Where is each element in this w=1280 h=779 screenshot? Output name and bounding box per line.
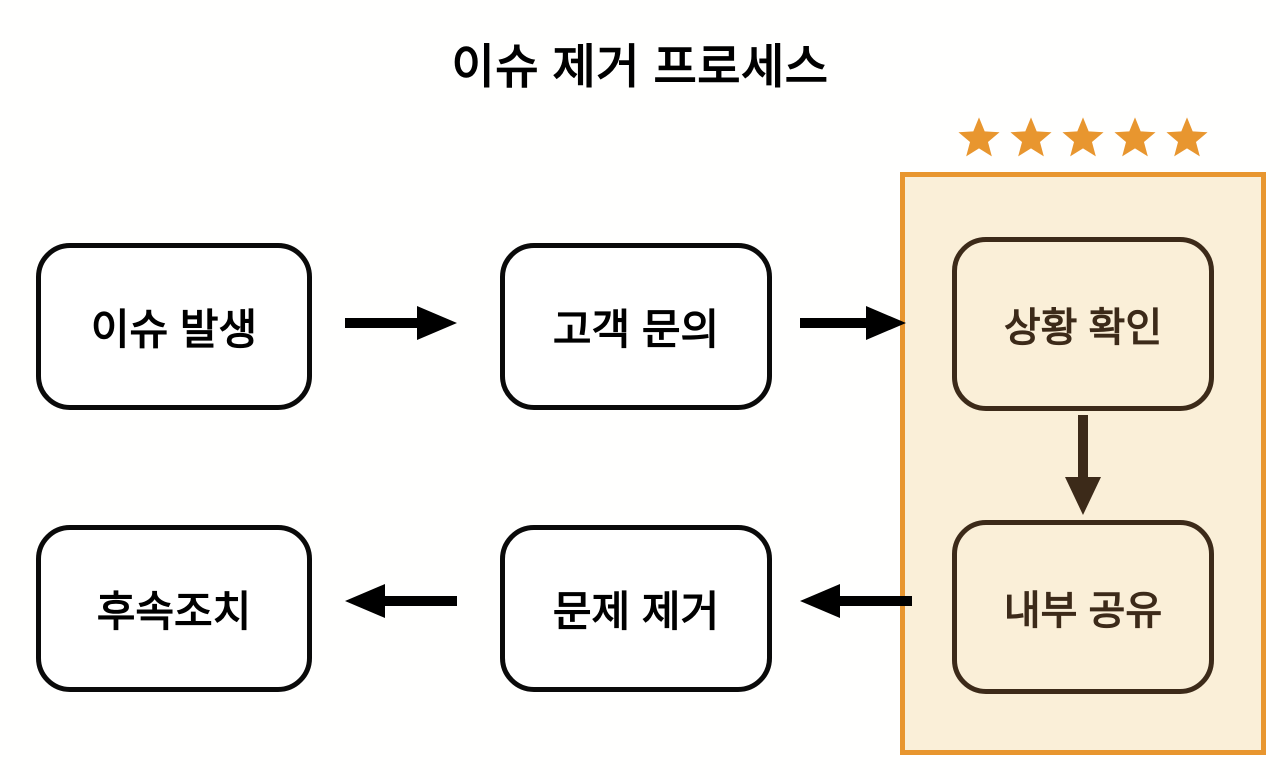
node-status-check[interactable]: 상황 확인	[952, 237, 1214, 411]
node-internal-share[interactable]: 내부 공유	[952, 520, 1214, 694]
node-customer-inquiry[interactable]: 고객 문의	[500, 243, 772, 410]
node-followup-action[interactable]: 후속조치	[36, 525, 312, 692]
node-problem-removal[interactable]: 문제 제거	[500, 525, 772, 692]
arrow-share-to-remove	[800, 584, 912, 618]
star-rating	[957, 112, 1209, 162]
arrow-remove-to-followup	[345, 584, 457, 618]
star-icon	[1166, 117, 1208, 157]
node-issue-occurrence[interactable]: 이슈 발생	[36, 243, 312, 410]
arrow-status-to-share	[1065, 415, 1101, 515]
star-icon	[958, 117, 1000, 157]
arrow-issue-to-inquiry	[345, 306, 457, 340]
arrow-inquiry-to-status	[800, 306, 906, 340]
star-icon	[1010, 117, 1052, 157]
star-icon	[1114, 117, 1156, 157]
page-title: 이슈 제거 프로세스	[451, 40, 829, 93]
star-icon	[1062, 117, 1104, 157]
